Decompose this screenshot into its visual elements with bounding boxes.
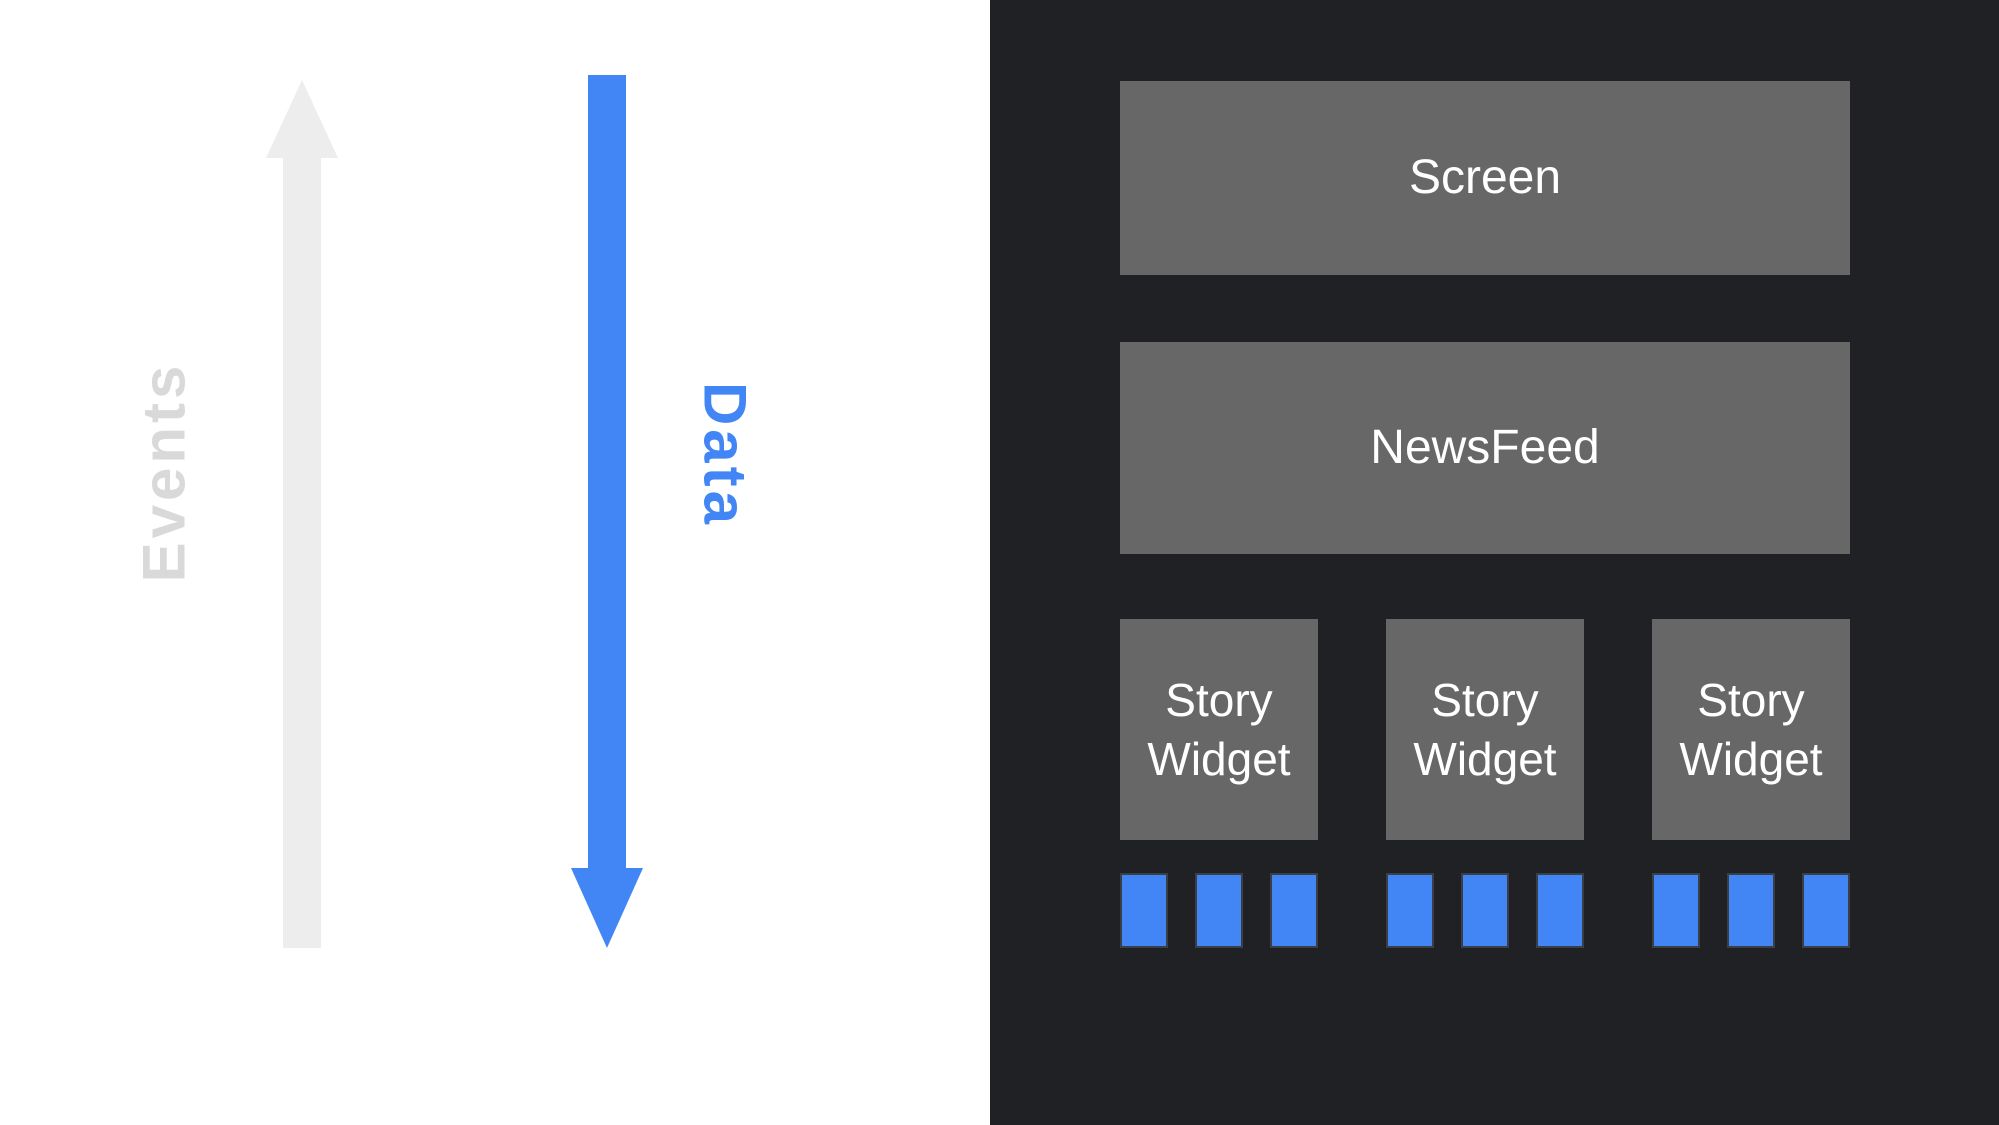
story-tile bbox=[1386, 873, 1434, 948]
story-tile-group bbox=[1386, 873, 1584, 948]
data-label: Data bbox=[691, 381, 759, 529]
story-tile bbox=[1195, 873, 1243, 948]
screen-box: Screen bbox=[1120, 81, 1850, 275]
story-tile bbox=[1652, 873, 1700, 948]
story-line2: Widget bbox=[1679, 732, 1823, 785]
story-tile bbox=[1461, 873, 1509, 948]
story-line2: Widget bbox=[1413, 732, 1557, 785]
events-up-arrow bbox=[266, 80, 338, 948]
story-tile bbox=[1270, 873, 1318, 948]
flow-panel: Events Data bbox=[0, 0, 990, 1125]
data-down-arrow bbox=[571, 75, 643, 948]
story-line2: Widget bbox=[1147, 732, 1291, 785]
story-line1: Story bbox=[1165, 673, 1273, 726]
story-tile-group bbox=[1120, 873, 1318, 948]
story-tile-group bbox=[1652, 873, 1850, 948]
story-line1: Story bbox=[1697, 673, 1805, 726]
screen-box-label: Screen bbox=[1408, 151, 1562, 205]
story-tile bbox=[1120, 873, 1168, 948]
newsfeed-box-label: NewsFeed bbox=[1370, 421, 1600, 475]
story-tile bbox=[1536, 873, 1584, 948]
story-tile bbox=[1802, 873, 1850, 948]
story-line1: Story bbox=[1431, 673, 1539, 726]
story-tile bbox=[1727, 873, 1775, 948]
events-label: Events bbox=[130, 361, 198, 583]
newsfeed-box: NewsFeed bbox=[1120, 342, 1850, 554]
flow-arrows bbox=[266, 75, 643, 948]
